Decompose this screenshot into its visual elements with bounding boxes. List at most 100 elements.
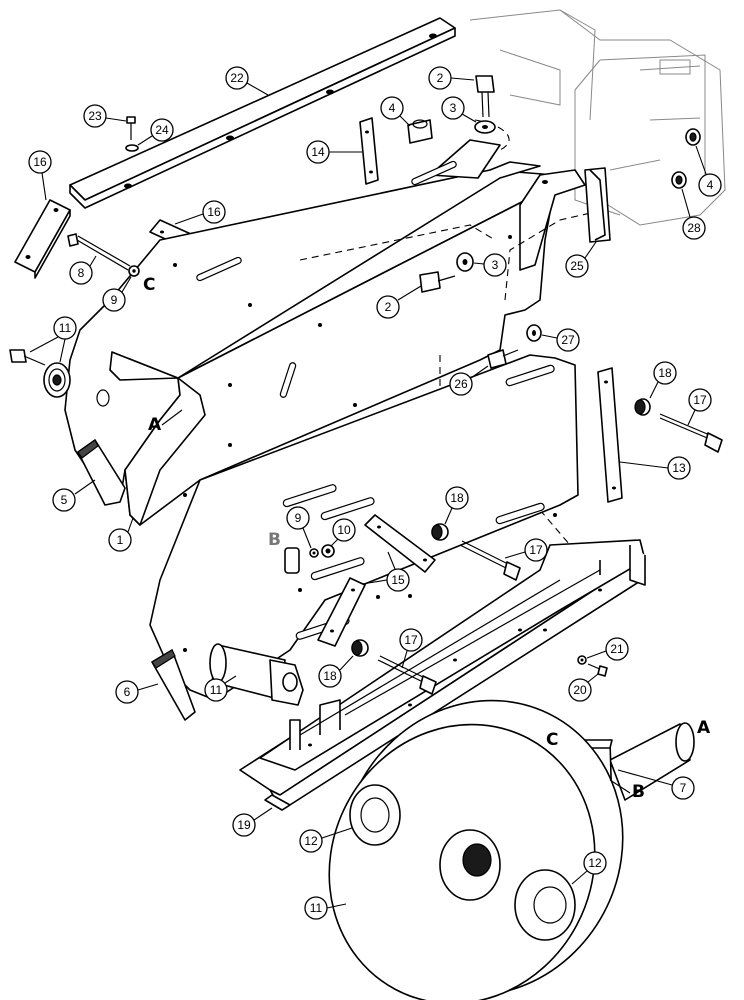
bolt-2-top (475, 75, 495, 118)
svg-text:14: 14 (311, 145, 325, 159)
svg-text:7: 7 (680, 781, 687, 795)
callout-15: 15 (386, 568, 410, 592)
bracket-15-angled (317, 577, 366, 647)
washer-24 (125, 144, 139, 152)
bolt-17-middle (459, 540, 521, 581)
callout-3-middle: 3 (483, 253, 507, 277)
svg-text:23: 23 (88, 109, 102, 123)
bracket-25 (584, 167, 611, 243)
bolt-20 (587, 663, 608, 677)
svg-text:4: 4 (389, 101, 396, 115)
washer-9-c (128, 265, 140, 277)
strap-14 (359, 117, 379, 185)
callout-11-wheel: 11 (304, 896, 328, 920)
ref-letter-c-bolt: C (143, 275, 155, 295)
callout-9-c: 9 (102, 288, 126, 312)
callout-12-upper: 12 (299, 829, 323, 853)
callout-1: 1 (108, 528, 132, 552)
svg-text:2: 2 (385, 300, 392, 314)
ref-letter-b-axle: B (632, 782, 645, 802)
spacer-18-lower (351, 639, 369, 657)
callout-19: 19 (232, 813, 256, 837)
skid-5 (77, 439, 126, 506)
callout-11-left: 11 (53, 316, 77, 340)
svg-text:18: 18 (450, 491, 464, 505)
washer-21 (577, 655, 587, 665)
callout-11-middle: 11 (204, 678, 228, 702)
svg-text:8: 8 (78, 266, 85, 280)
nut-4-right (685, 128, 701, 146)
slot-mount-b (284, 547, 300, 574)
callout-20: 20 (568, 678, 592, 702)
callout-23: 23 (83, 104, 107, 128)
washer-3-middle (456, 252, 474, 272)
dashed-mount-line-3 (439, 355, 561, 401)
callout-25: 25 (565, 254, 589, 278)
ring-12-lower (514, 869, 576, 941)
dashed-mount-line-1 (299, 224, 496, 261)
washer-27 (526, 324, 542, 342)
washer-11-left (43, 362, 71, 398)
callout-4-top: 4 (380, 96, 404, 120)
svg-text:9: 9 (111, 293, 118, 307)
svg-text:20: 20 (573, 683, 587, 697)
dashed-mount-line-5 (474, 119, 510, 151)
callout-7: 7 (671, 776, 695, 800)
skid-6 (151, 649, 196, 721)
ref-letter-a-frame: A (148, 415, 162, 435)
svg-text:16: 16 (33, 155, 47, 169)
svg-text:17: 17 (693, 393, 707, 407)
svg-text:22: 22 (230, 71, 244, 85)
bolt-2-middle (419, 271, 456, 293)
callout-12-lower: 12 (583, 851, 607, 875)
callout-4-right: 4 (698, 173, 722, 197)
svg-text:18: 18 (658, 366, 672, 380)
callout-8: 8 (69, 261, 93, 285)
pivot-pin-11-middle (209, 643, 304, 706)
strap-13 (597, 367, 623, 503)
svg-text:11: 11 (310, 901, 323, 915)
ref-letter-c-axle: C (546, 730, 558, 750)
svg-text:17: 17 (529, 543, 543, 557)
bracket-16-left (14, 199, 71, 279)
callout-14: 14 (306, 140, 330, 164)
svg-text:3: 3 (450, 101, 457, 115)
nut-10 (321, 544, 335, 558)
callout-17-lower: 17 (399, 628, 423, 652)
washer-3-top (474, 120, 496, 134)
bolt-8 (67, 233, 131, 271)
svg-text:21: 21 (610, 642, 624, 656)
svg-text:15: 15 (391, 573, 405, 587)
svg-text:24: 24 (155, 123, 169, 137)
callout-5: 5 (52, 488, 76, 512)
bracket-15-horizontal (364, 514, 436, 573)
ref-letter-a-axle: A (697, 718, 711, 738)
callout-16-left: 16 (28, 150, 52, 174)
bolt-17-lower (377, 655, 437, 695)
bolt-26 (487, 349, 519, 369)
svg-text:6: 6 (124, 685, 131, 699)
svg-text:9: 9 (295, 511, 302, 525)
svg-text:26: 26 (454, 377, 468, 391)
svg-text:11: 11 (210, 683, 223, 697)
svg-text:27: 27 (561, 333, 575, 347)
spacer-18-middle (431, 523, 449, 541)
washer-9-b (309, 548, 319, 558)
callout-27: 27 (556, 328, 580, 352)
tractor-frame-outline (469, 9, 726, 226)
svg-text:4: 4 (707, 178, 714, 192)
svg-text:11: 11 (59, 321, 72, 335)
svg-text:16: 16 (207, 205, 221, 219)
wear-plate-22 (69, 17, 456, 209)
callout-9-b: 9 (286, 506, 310, 530)
washer-28 (671, 171, 687, 189)
svg-text:2: 2 (437, 71, 444, 85)
main-frame-1 (64, 139, 586, 526)
svg-text:13: 13 (672, 461, 686, 475)
callout-18-lower: 18 (318, 664, 342, 688)
callout-3-top: 3 (441, 96, 465, 120)
svg-text:5: 5 (61, 493, 68, 507)
callout-16-upper: 16 (202, 200, 226, 224)
svg-text:12: 12 (304, 834, 318, 848)
